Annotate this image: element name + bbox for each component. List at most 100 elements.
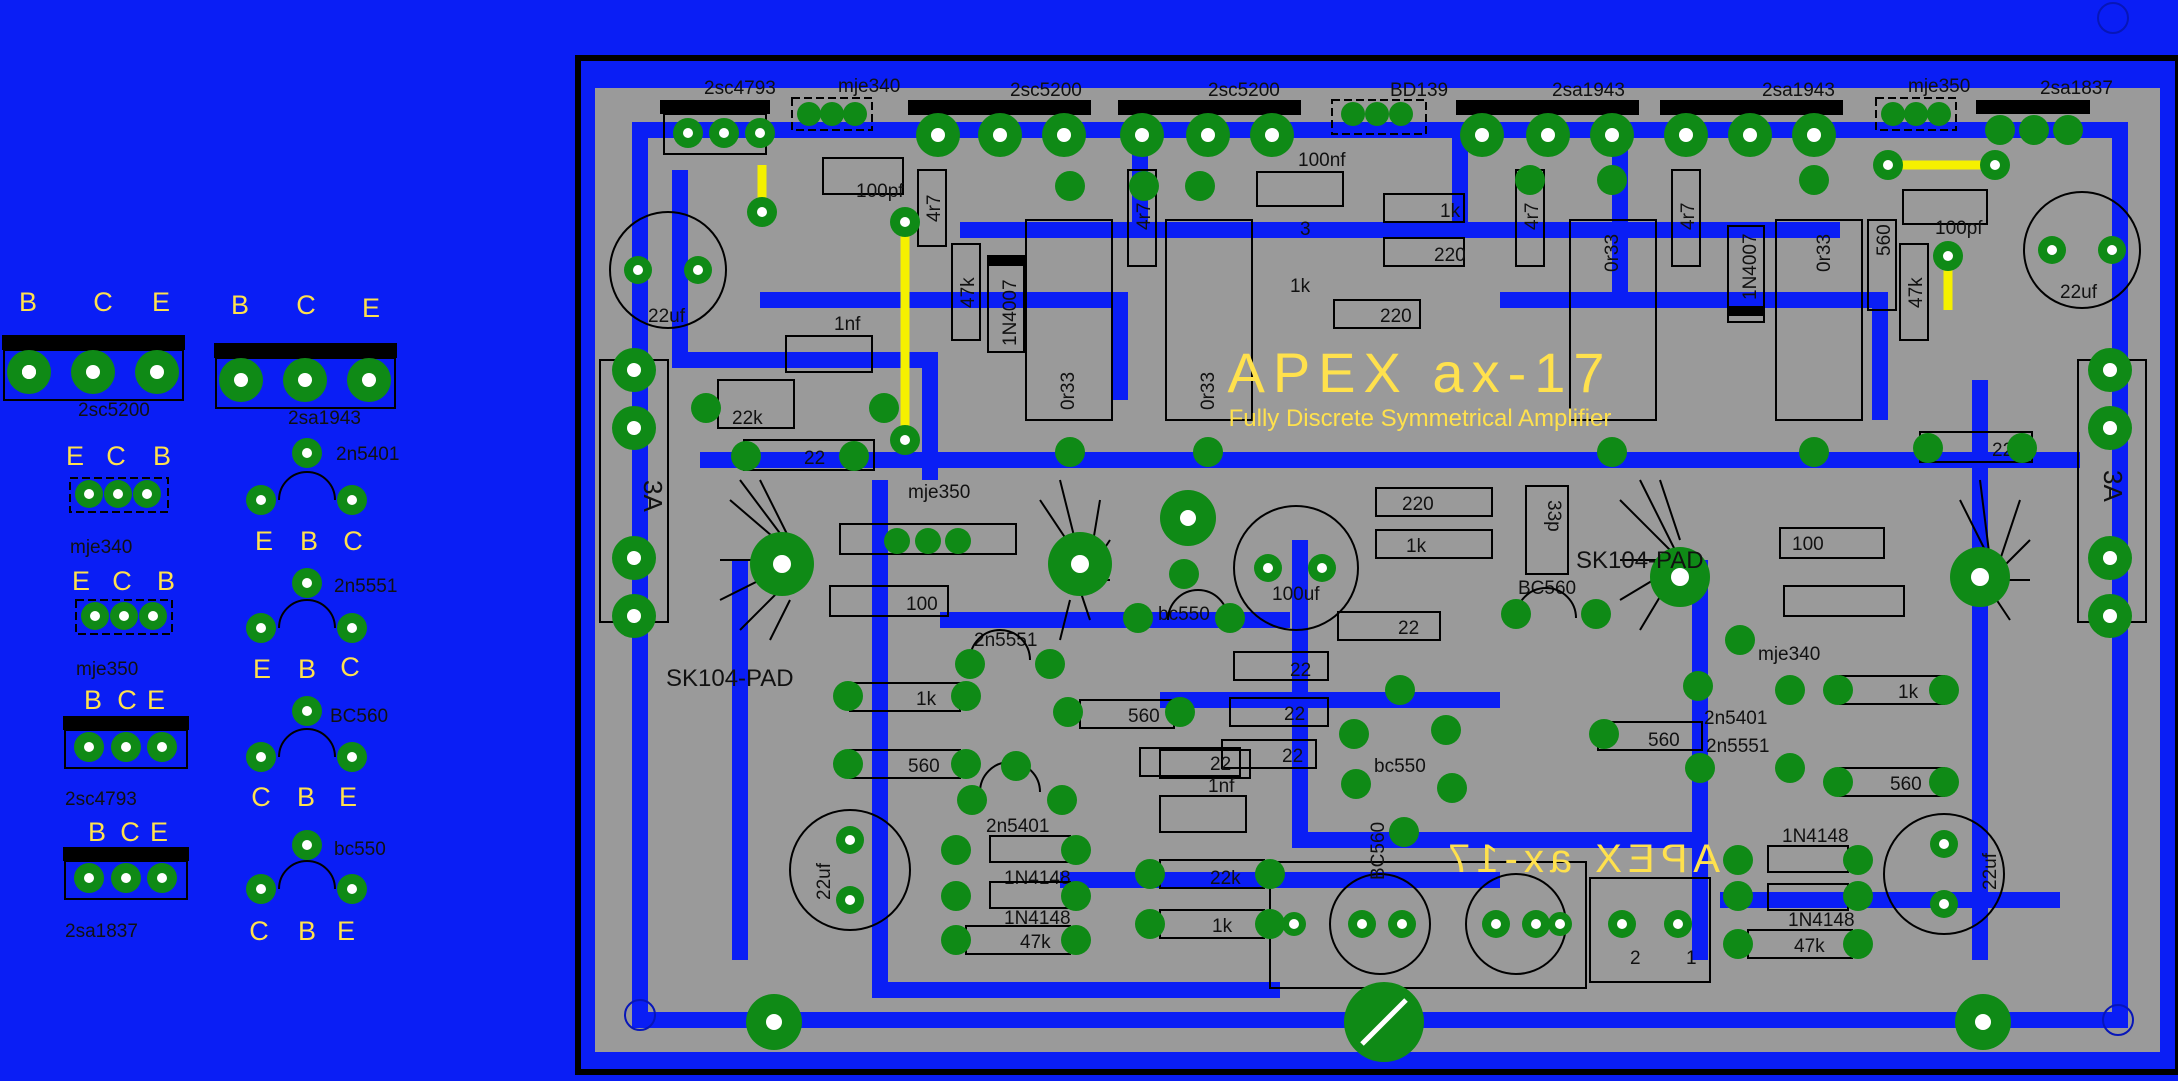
pin-label: B xyxy=(297,782,315,812)
part-name: 2n5551 xyxy=(334,576,397,597)
drill-holes xyxy=(22,128,2117,1030)
res-label: 100 xyxy=(906,594,938,615)
diode-label: 1N4148 xyxy=(1788,910,1855,931)
part-name: bc550 xyxy=(1374,756,1426,777)
cap-label: 22uf xyxy=(648,306,686,327)
res-label: 22 xyxy=(1290,660,1311,681)
diode-label: 1N4007 xyxy=(1740,233,1761,300)
pin-label: B xyxy=(84,685,102,715)
res-label: 4r7 xyxy=(924,195,945,222)
svg-text:2sa1943: 2sa1943 xyxy=(1762,80,1835,101)
res-label: 220 xyxy=(1434,245,1466,266)
res-label: 220 xyxy=(1380,306,1412,327)
pin-label: B xyxy=(88,817,106,847)
cap-label: 1nf xyxy=(1208,776,1235,797)
res-label: 0r33 xyxy=(1198,372,1219,410)
res-label: 0r33 xyxy=(1602,234,1623,272)
pin-label: E xyxy=(362,293,380,323)
copper-pour xyxy=(595,88,2160,1052)
part-name: 2n5401 xyxy=(986,816,1049,837)
res-label: 560 xyxy=(1890,774,1922,795)
part-name: bc550 xyxy=(1158,604,1210,625)
res-label: 1k xyxy=(1440,201,1461,222)
pin-label: B xyxy=(153,441,171,471)
pin-label: C xyxy=(249,916,269,946)
res-label: 22 xyxy=(1398,618,1419,639)
part-name: 2sa1943 xyxy=(288,408,361,429)
res-label: 4r7 xyxy=(1134,203,1155,230)
heatsink-right xyxy=(1619,479,2031,631)
part-name: BC560 xyxy=(1368,822,1389,880)
cap-label: 22uf xyxy=(1980,852,2001,890)
heatsink-label: SK104-PAD xyxy=(666,665,794,692)
part-name: 2n5401 xyxy=(1704,708,1767,729)
to92-pinouts: 2n5401 E B C 2n5551 E B C BC560 C B E xyxy=(246,438,399,946)
pin-label: C xyxy=(112,566,132,596)
isolation-channels xyxy=(632,122,2128,1028)
pin-label: C xyxy=(343,526,363,556)
tx-2sc4793: 2sc4793 xyxy=(660,78,776,155)
res-label: 22k xyxy=(1210,868,1241,889)
pin-label: B xyxy=(231,290,249,320)
misc-pads xyxy=(691,150,2037,959)
res-label: 560 xyxy=(1648,730,1680,751)
res-label: 22 xyxy=(1284,704,1305,725)
tx-bd139: BD139 xyxy=(1331,80,1448,135)
pin-label: B xyxy=(300,526,318,556)
pin-label: E xyxy=(152,287,170,317)
res-label: 0r33 xyxy=(1814,234,1835,272)
res-label: 100 xyxy=(1792,534,1824,555)
pin-label: E xyxy=(147,685,165,715)
res-label: 22 xyxy=(804,448,825,469)
tx-2sc5200-b: 2sc5200 xyxy=(1118,80,1301,157)
res-label: 47k xyxy=(1794,936,1825,957)
pin-label: C xyxy=(296,290,316,320)
pin-label: E xyxy=(150,817,168,847)
diode-label: 1N4148 xyxy=(1004,908,1071,929)
res-label: 4r7 xyxy=(1678,203,1699,230)
tx-2sa1837: 2sa1837 xyxy=(1976,78,2113,145)
conn-pin-label: 1 xyxy=(1686,948,1697,969)
pin-label: E xyxy=(253,654,271,684)
mount-hole xyxy=(624,999,656,1031)
pinout-legend: B C E 2sc5200 B C E 2sa1943 E C B mje340… xyxy=(2,287,399,946)
diode-label: 1N4148 xyxy=(1782,826,1849,847)
part-name: 2n5551 xyxy=(1706,736,1769,757)
res-label: 47k xyxy=(958,277,979,308)
tx-mje350: mje350 xyxy=(1875,76,1970,131)
top-transistors: 2sc4793 mje340 2sc5200 2sc5200 BD139 2sa… xyxy=(660,76,2113,157)
pin-label: B xyxy=(157,566,175,596)
pin-label: E xyxy=(255,526,273,556)
svg-text:BD139: BD139 xyxy=(1390,80,1448,101)
tx-mje340: mje340 xyxy=(791,76,900,131)
cap-label: 33p xyxy=(1543,500,1564,532)
trim-label: 3 xyxy=(1300,219,1311,240)
res-label: 47k xyxy=(1906,277,1927,308)
res-label: 0r33 xyxy=(1058,372,1079,410)
pin-label: E xyxy=(339,782,357,812)
fuse-label: 3A xyxy=(2098,470,2128,502)
part-name: mje340 xyxy=(70,537,132,558)
cap-label: 22uf xyxy=(2060,282,2098,303)
res-label: 47k xyxy=(1020,932,1051,953)
part-name: mje350 xyxy=(76,659,138,680)
fuse-label: 3A xyxy=(638,480,668,512)
pin-label: E xyxy=(337,916,355,946)
res-label: 1k xyxy=(1898,682,1919,703)
part-name: 2n5551 xyxy=(974,630,1037,651)
diode-label: 1N4007 xyxy=(1000,279,1021,346)
pin-label: B xyxy=(298,654,316,684)
res-label: 22k xyxy=(732,408,763,429)
pin-label: C xyxy=(340,652,360,682)
res-label: 4r7 xyxy=(1522,203,1543,230)
pin-label: E xyxy=(66,441,84,471)
svg-text:mje350: mje350 xyxy=(1908,76,1970,97)
cap-label: 22uf xyxy=(814,862,835,900)
res-label: 560 xyxy=(908,756,940,777)
board-title: APEX ax-17 xyxy=(1227,341,1612,404)
conn-pin-label: 2 xyxy=(1630,948,1641,969)
svg-text:mje340: mje340 xyxy=(838,76,900,97)
mirrored-title: APEX ax-17 xyxy=(1442,837,1720,881)
